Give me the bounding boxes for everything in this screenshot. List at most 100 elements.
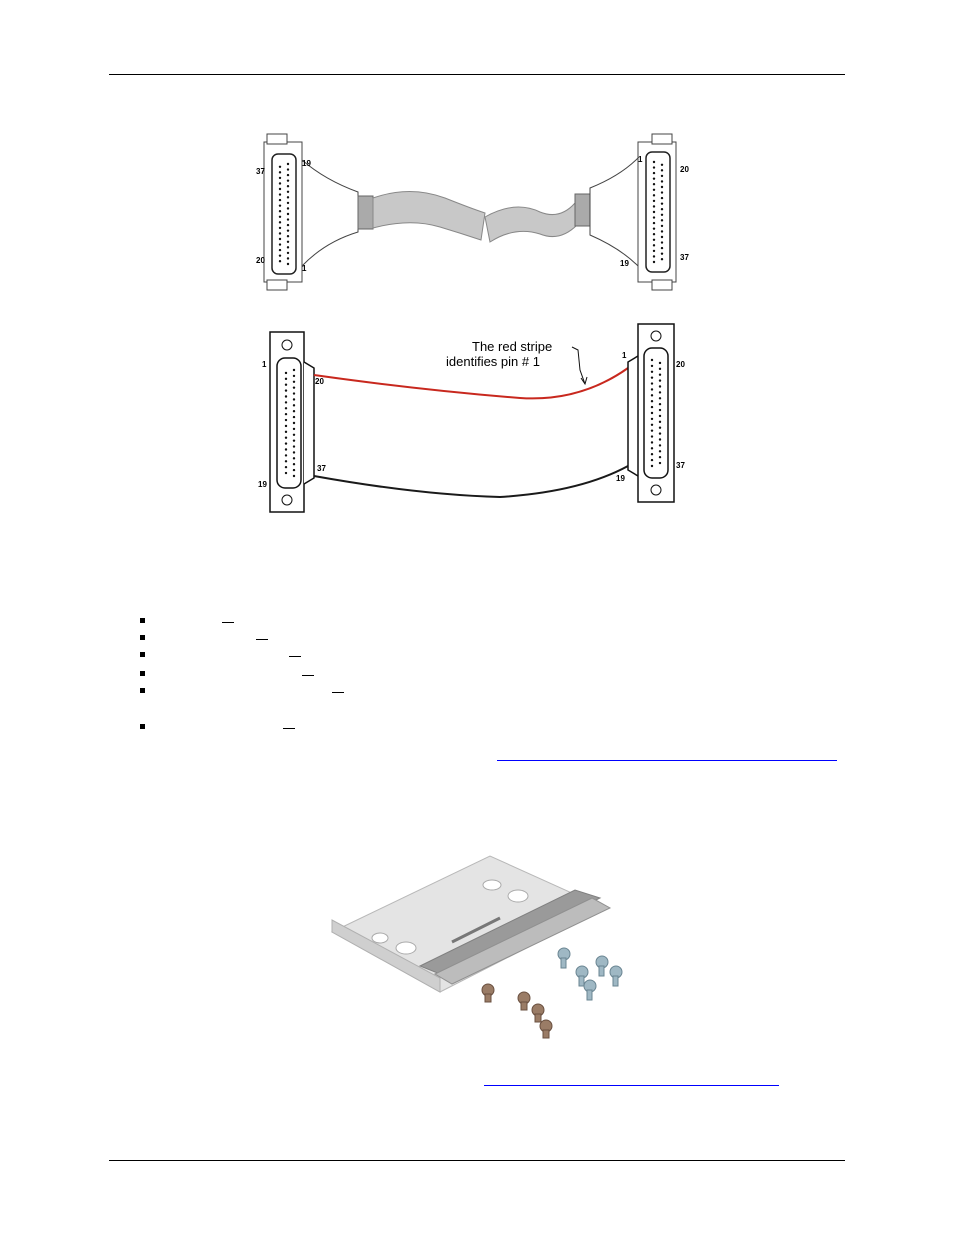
- pin-dot: [652, 194, 656, 197]
- pin-dot: [660, 224, 664, 228]
- pin-dot: [650, 458, 654, 462]
- pin-label: 19: [620, 259, 629, 268]
- pin-dot: [284, 442, 288, 445]
- pin-dot: [284, 395, 288, 398]
- pin-dot: [660, 241, 664, 244]
- list-link-underline[interactable]: [289, 656, 301, 657]
- pin-dot: [292, 468, 296, 472]
- pin-dot: [660, 169, 664, 172]
- pin-dot: [652, 233, 656, 236]
- pin-label: 20: [256, 256, 265, 265]
- pin-dot: [284, 448, 288, 451]
- pin-dot: [292, 392, 296, 395]
- list-item: [140, 667, 150, 677]
- pin-dot: [660, 196, 664, 200]
- callout-arrow: [571, 346, 586, 385]
- pin-label: 37: [317, 464, 326, 473]
- pin-dot: [284, 454, 288, 457]
- pin-dot: [278, 260, 282, 263]
- pin-dot: [650, 435, 654, 438]
- pin-dot: [278, 215, 282, 218]
- hyperlink-underline[interactable]: [484, 1085, 779, 1086]
- pin-dot: [658, 385, 662, 388]
- pin-dot: [278, 198, 282, 202]
- pin-dot: [658, 426, 662, 429]
- pin-dot: [660, 202, 664, 205]
- pin-dot: [652, 227, 656, 230]
- pin-dot: [650, 417, 654, 421]
- pin-dot: [292, 374, 296, 378]
- left-connector: [263, 133, 374, 291]
- pin-dot: [284, 460, 288, 463]
- pin-label: 1: [262, 360, 267, 369]
- pin-dot: [652, 177, 656, 180]
- pin-label: 37: [256, 167, 265, 176]
- pin-dot: [292, 433, 296, 436]
- pin-dot: [650, 429, 654, 432]
- pin-dot: [658, 367, 662, 371]
- pin-dot: [658, 420, 662, 424]
- ribbon-cable-left: [372, 191, 486, 241]
- pin-dot: [650, 394, 654, 397]
- list-link-underline[interactable]: [256, 639, 268, 640]
- pin-dot: [278, 248, 282, 252]
- pin-label: 19: [302, 159, 311, 168]
- pin-dot: [284, 377, 288, 381]
- list-item: [140, 720, 150, 730]
- ribbon-cable-right: [484, 201, 578, 243]
- pin-dot: [286, 201, 290, 205]
- pin-dot: [278, 171, 282, 174]
- pin-dot: [286, 190, 290, 193]
- pin-dot: [278, 210, 282, 213]
- pin-dot: [658, 391, 662, 394]
- pin-dot: [286, 257, 290, 260]
- pin-dot: [658, 414, 662, 418]
- pin-dot: [286, 223, 290, 227]
- pin-dot: [292, 380, 296, 383]
- pin-label: 1: [638, 155, 643, 164]
- pin-dot: [658, 438, 662, 441]
- list-link-underline[interactable]: [283, 728, 295, 729]
- pin-dot: [292, 404, 296, 407]
- left-connector-outline: [269, 331, 315, 513]
- bullet-icon: [140, 671, 145, 676]
- pin-label: 20: [676, 360, 685, 369]
- pin-dot: [658, 373, 662, 376]
- pin-dot: [284, 401, 288, 404]
- pin-dot: [652, 171, 656, 175]
- pin-dot: [284, 383, 288, 386]
- pin-dot: [286, 207, 290, 210]
- pin-dot: [278, 221, 282, 224]
- pin-dot: [284, 424, 288, 428]
- pin-dot: [292, 439, 296, 442]
- pin-dot: [652, 221, 656, 225]
- connector-pins: [650, 358, 662, 468]
- pin-dot: [652, 255, 656, 258]
- pin-dot: [660, 180, 664, 183]
- pin-dot: [660, 252, 664, 255]
- pin-dot: [650, 441, 654, 444]
- pin-dot: [652, 249, 656, 253]
- pin-dot: [286, 262, 290, 266]
- pin-dot: [278, 204, 282, 207]
- connector-pins: [284, 368, 296, 478]
- pin-label: 37: [680, 253, 689, 262]
- pin-dot: [650, 376, 654, 379]
- pin-dot: [286, 179, 290, 182]
- pin-dot: [660, 230, 664, 233]
- pin-dot: [286, 168, 290, 171]
- list-link-underline[interactable]: [302, 675, 314, 676]
- pin-dot: [292, 445, 296, 448]
- hyperlink-underline[interactable]: [497, 760, 837, 761]
- list-link-underline[interactable]: [222, 622, 234, 623]
- pin-dot: [652, 216, 656, 219]
- list-link-underline[interactable]: [332, 692, 344, 693]
- black-wire: [313, 465, 629, 499]
- pin-dot: [286, 229, 290, 232]
- pin-label: 19: [258, 480, 267, 489]
- pin-dot: [660, 174, 664, 178]
- pin-dot: [286, 162, 290, 166]
- pin-dot: [286, 173, 290, 177]
- pin-dot: [284, 471, 288, 475]
- red-stripe-wire: [313, 367, 629, 400]
